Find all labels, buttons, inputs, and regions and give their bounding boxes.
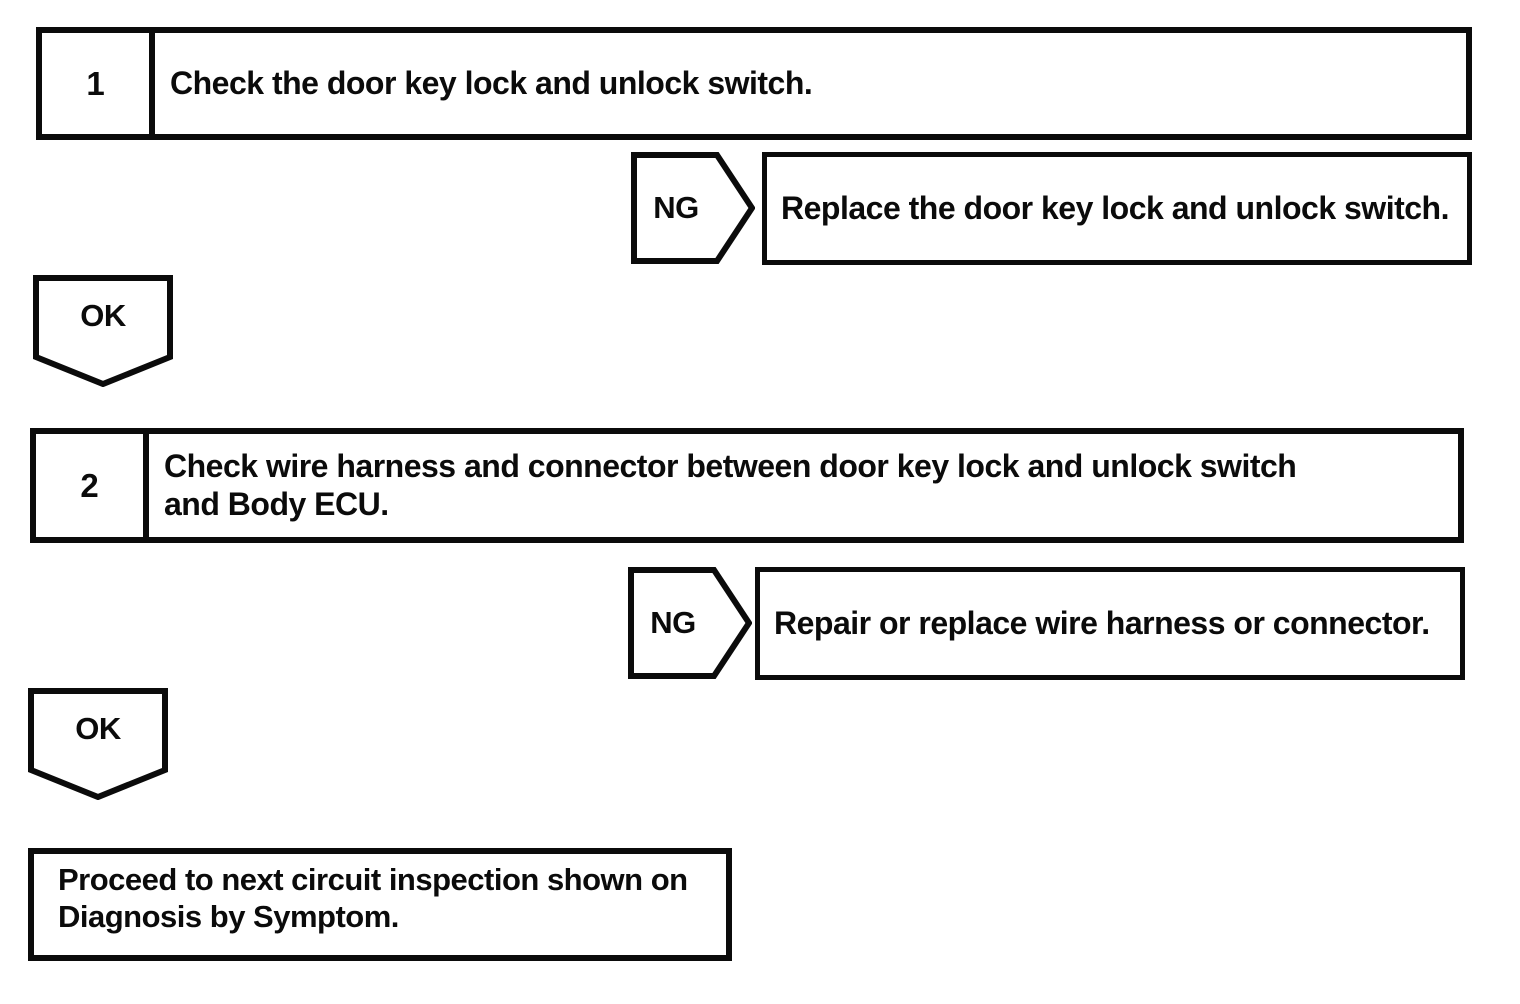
ng-label: NG xyxy=(653,190,699,225)
step-1-number-cell: 1 xyxy=(42,33,155,134)
ok-label: OK xyxy=(75,711,121,746)
step-instruction-text: Check the door key lock and unlock switc… xyxy=(170,64,813,101)
ng-2-result-box: Repair or replace wire harness or connec… xyxy=(755,567,1465,680)
ok-label: OK xyxy=(80,298,126,333)
ng-arrow-pentagon-icon xyxy=(631,152,755,264)
step-2-number-cell: 2 xyxy=(36,434,149,537)
ng-1-connector: NG xyxy=(631,152,755,264)
ng-label: NG xyxy=(650,605,696,640)
step-number: 1 xyxy=(86,64,105,102)
ok-arrow-pentagon-icon xyxy=(28,688,168,800)
step-2-instruction: Check wire harness and connector between… xyxy=(149,434,1458,537)
ng-arrow-pentagon-icon xyxy=(628,567,752,679)
step-number: 2 xyxy=(80,466,99,504)
step-1-box: 1 Check the door key lock and unlock swi… xyxy=(36,27,1472,140)
final-instruction-box: Proceed to next circuit inspection shown… xyxy=(28,848,732,961)
ok-1-connector: OK xyxy=(33,275,173,387)
step-instruction-text: Check wire harness and connector between… xyxy=(164,447,1297,522)
final-instruction-text: Proceed to next circuit inspection shown… xyxy=(58,861,688,934)
ng-2-connector: NG xyxy=(628,567,752,679)
ok-2-connector: OK xyxy=(28,688,168,800)
ok-arrow-pentagon-icon xyxy=(33,275,173,387)
ng-result-text: Replace the door key lock and unlock swi… xyxy=(781,190,1449,226)
step-1-instruction: Check the door key lock and unlock switc… xyxy=(155,33,1466,134)
ng-1-result-box: Replace the door key lock and unlock swi… xyxy=(762,152,1472,265)
ng-result-text: Repair or replace wire harness or connec… xyxy=(774,605,1430,641)
step-2-box: 2 Check wire harness and connector betwe… xyxy=(30,428,1464,543)
